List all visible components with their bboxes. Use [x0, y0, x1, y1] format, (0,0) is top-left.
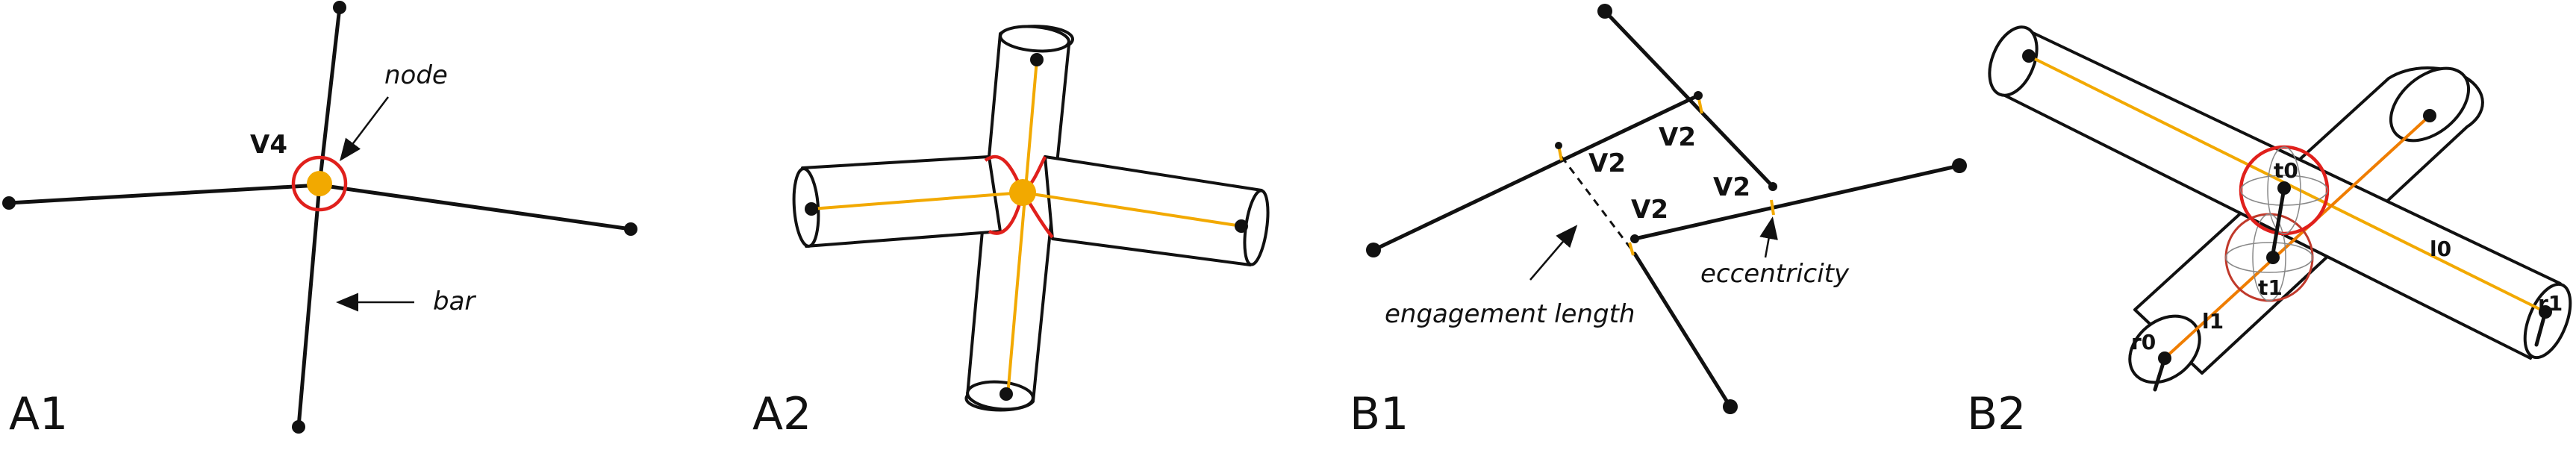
cylinder-cap-b2-r0 — [2128, 314, 2201, 384]
bar-b1-right — [1632, 163, 1962, 241]
point-b2-t0 — [2277, 181, 2291, 195]
node-label: node — [384, 60, 448, 90]
bar-b1-left — [1371, 93, 1700, 252]
eccentricity-label: eccentricity — [1700, 259, 1850, 289]
v2-label-right: V2 — [1713, 172, 1750, 202]
eccentricity-mark-right — [1770, 199, 1775, 216]
bar-end-a1-south — [292, 420, 305, 434]
sphere-b2-t1-equator — [2225, 242, 2313, 273]
v4-label: V4 — [250, 130, 287, 160]
point-b2-r0 — [2158, 351, 2171, 365]
bar-a1-east — [317, 183, 633, 231]
sphere-b2-t0-meridian — [2267, 146, 2301, 234]
bar-end-b1-left-mid — [1555, 142, 1562, 149]
sphere-b2-t1-meridian — [2252, 213, 2286, 301]
r1-label: r1 — [2538, 291, 2563, 316]
bar-end-b1-top-end — [1768, 182, 1777, 191]
radius-b2-t0 — [2271, 186, 2286, 256]
eccentricity-mark-mid — [1628, 242, 1635, 256]
node-a1 — [307, 171, 332, 196]
bar-end-a2-east — [1235, 219, 1248, 233]
bar-label: bar — [433, 287, 476, 316]
bar-end-b1-bottom-end — [1723, 399, 1738, 414]
bar-end-a1-east — [624, 222, 637, 236]
axis-a2-horizontal-west — [811, 191, 1023, 210]
node-a2 — [1009, 179, 1036, 206]
panel-b2: t0 t1 l0 l1 r0 r1 B2 — [1967, 25, 2572, 440]
r0-label: r0 — [2131, 330, 2156, 354]
t0-label: t0 — [2274, 158, 2298, 183]
bar-end-b1-right-start — [1630, 234, 1639, 243]
bar-end-a2-bottom — [999, 387, 1013, 401]
v2-label-top: V2 — [1659, 122, 1696, 152]
panel-b1: V2 V2 V2 V2 engagement length eccentrici… — [1350, 4, 1967, 440]
panel-a1: node bar V4 A1 — [2, 1, 637, 440]
bar-end-a1-west — [2, 196, 16, 210]
cylinder-a2-east — [1044, 155, 1263, 266]
axis-a2-horizontal-east — [1022, 191, 1242, 228]
bar-a1-south — [296, 183, 322, 429]
panel-a2: A2 — [752, 25, 1270, 440]
engagement-length-label: engagement length — [1385, 299, 1635, 329]
axis-a2-vertical — [1006, 59, 1038, 396]
cylinder-cap-b2-upper-left — [1988, 25, 2039, 97]
panel-label-b1: B1 — [1350, 388, 1409, 440]
cylinder-b2-primary — [1999, 28, 2562, 360]
bar-end-b1-left-start — [1366, 243, 1381, 257]
sphere-b2-t0-equator — [2240, 175, 2328, 206]
panel-label-b2: B2 — [1967, 388, 2026, 440]
end-b2-upper-right — [2423, 109, 2436, 122]
v2-label-left: V2 — [1588, 149, 1626, 178]
panel-label-a2: A2 — [752, 388, 811, 440]
bar-end-b1-left-end — [1694, 91, 1703, 100]
bar-end-a2-top — [1030, 53, 1044, 66]
point-b2-r1 — [2539, 305, 2552, 319]
l1-label: l1 — [2202, 309, 2224, 334]
engagement-length-dashed — [1560, 156, 1636, 254]
node-pointer-arrow — [339, 96, 389, 161]
cylinder-cap-a2-top — [999, 25, 1070, 53]
end-b2-upper-left — [2022, 49, 2036, 63]
engagement-pointer-arrow — [1529, 225, 1578, 281]
bar-end-a2-west — [805, 202, 818, 216]
bar-end-b1-top-start — [1597, 4, 1612, 19]
t1-label: t1 — [2258, 275, 2283, 300]
v2-label-mid: V2 — [1631, 195, 1668, 225]
panel-label-a1: A1 — [9, 388, 68, 440]
bar-a1-west — [7, 183, 322, 205]
bar-a1-north — [317, 5, 342, 187]
bar-end-b1-right-end — [1952, 158, 1967, 173]
l0-label: l0 — [2430, 237, 2451, 261]
bar-end-a1-north — [333, 1, 346, 14]
eccentricity-pointer-arrow — [1759, 216, 1778, 258]
point-b2-t1 — [2266, 251, 2280, 264]
cylinder-cap-b2-upper-right — [2389, 66, 2471, 143]
bar-b1-bottom — [1632, 251, 1733, 409]
node-ring-a1 — [291, 155, 348, 212]
axis-b2-secondary — [2163, 114, 2431, 360]
